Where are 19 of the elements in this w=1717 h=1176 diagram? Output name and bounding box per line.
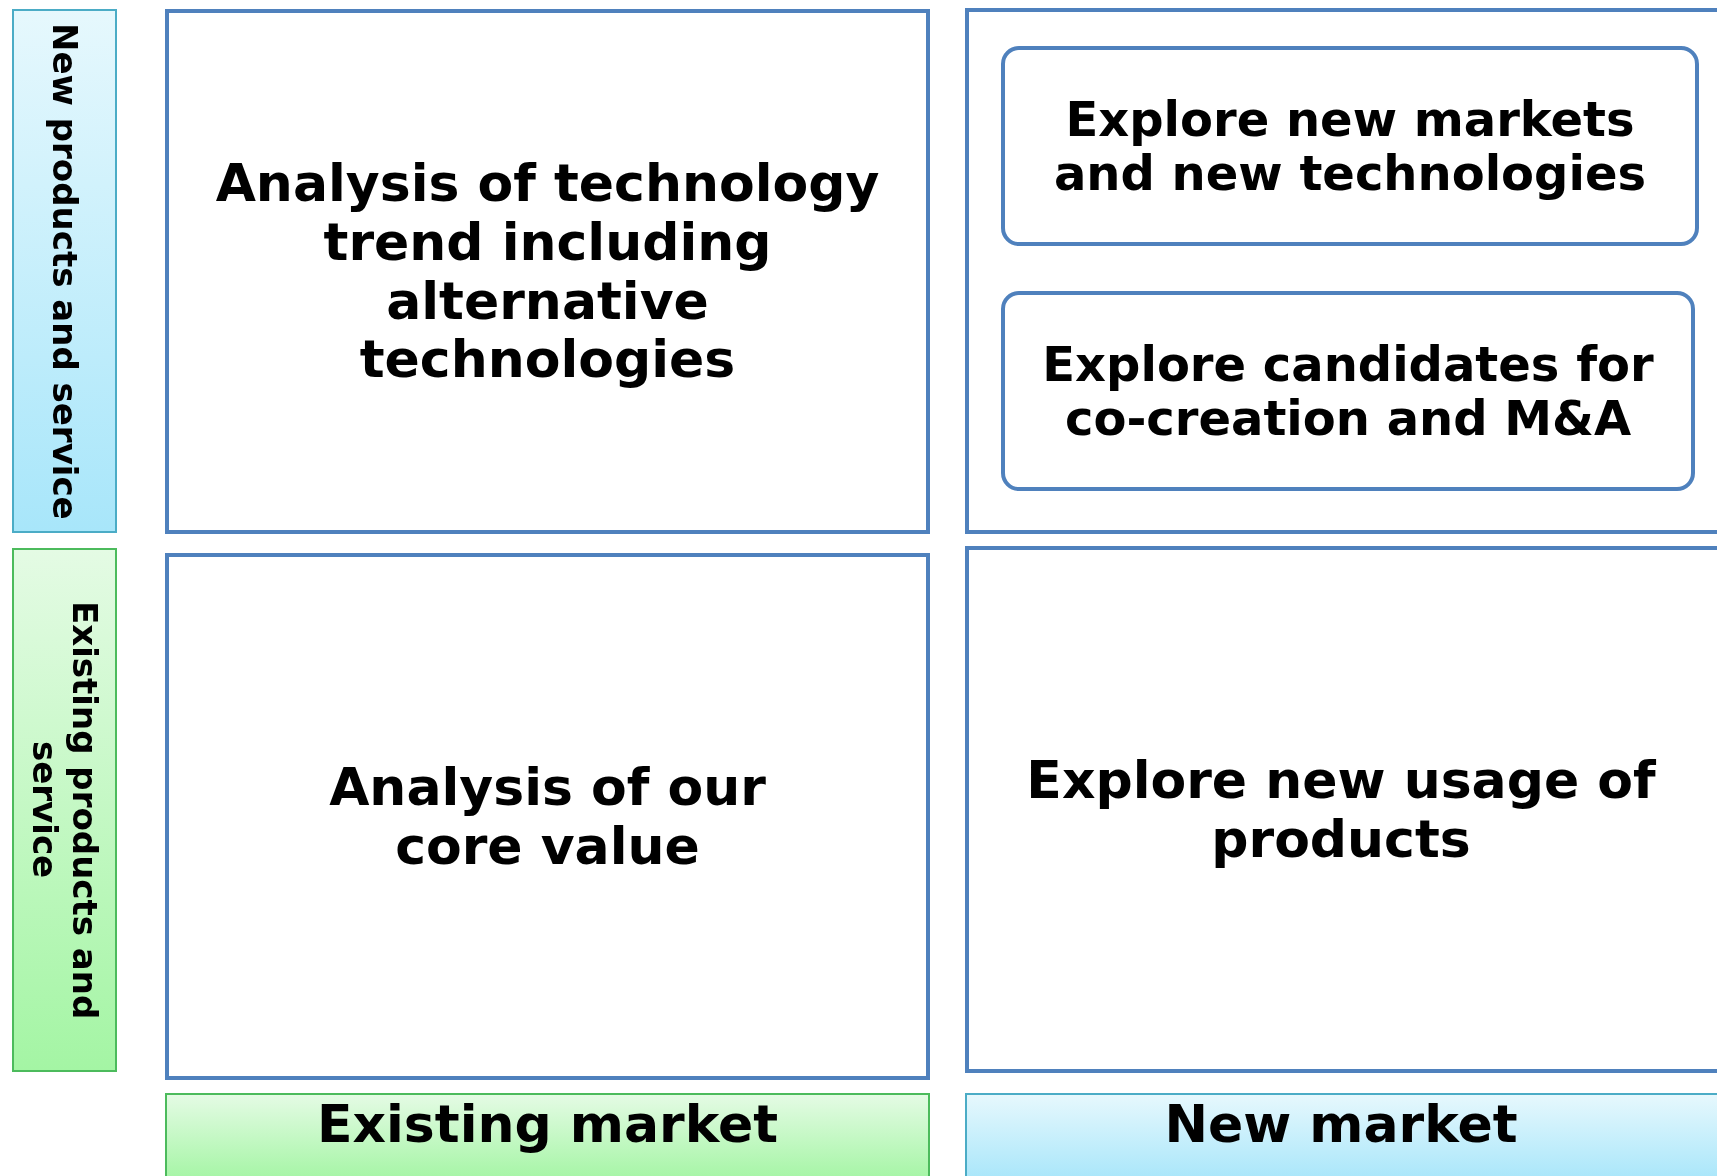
- row-header-band: [12, 9, 117, 533]
- box-text: Explore new markets and new technologies: [1052, 91, 1648, 201]
- quadrant-text: Explore new usage of products: [1025, 750, 1657, 869]
- column-header-text: New market: [1164, 1095, 1518, 1154]
- quadrant-box: [165, 553, 930, 1080]
- quadrant-text: Analysis of our core value: [328, 757, 767, 876]
- row-header-text: New products and service: [44, 22, 85, 520]
- column-header-band: [965, 1093, 1717, 1176]
- column-header-text: Existing market: [316, 1095, 779, 1154]
- rounded-box: [1001, 46, 1699, 246]
- row-header-text: Existing products and service: [24, 599, 105, 1022]
- row-header-band: [12, 548, 117, 1072]
- quadrant-text: Analysis of technology trend including alternative technologies: [214, 154, 881, 389]
- quadrant-box: [165, 9, 930, 534]
- box-text: Explore candidates for co-creation and M&A: [1041, 336, 1655, 446]
- rounded-box: [1001, 291, 1695, 491]
- quadrant-box: [965, 8, 1717, 534]
- column-header-band: [165, 1093, 930, 1176]
- quadrant-box: [965, 546, 1717, 1073]
